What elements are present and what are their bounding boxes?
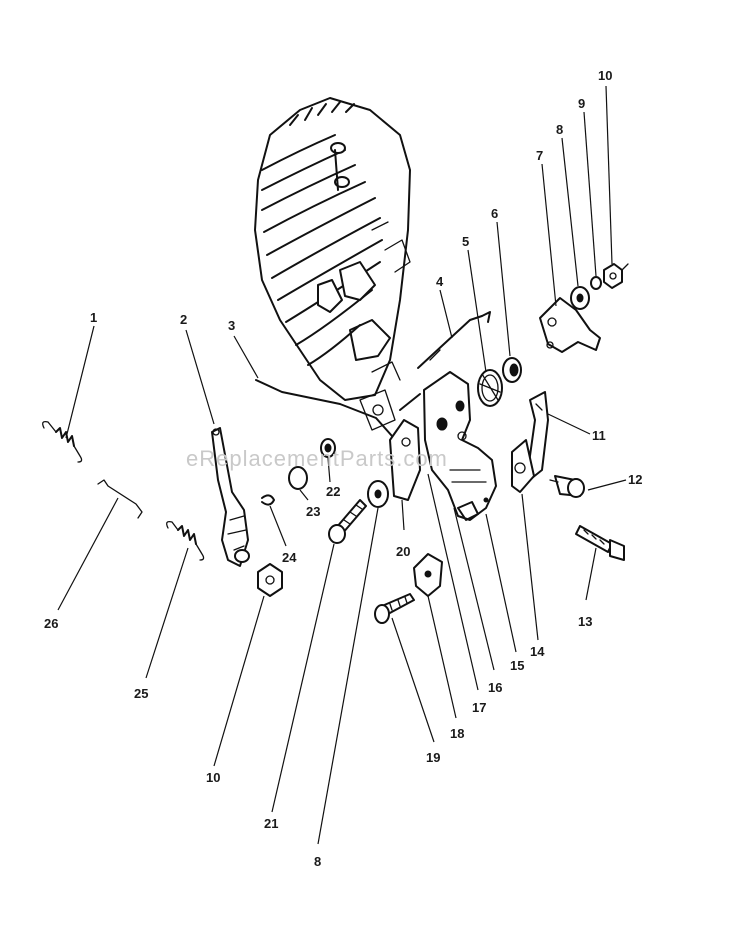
part-11-bracket bbox=[527, 391, 549, 479]
engine-block bbox=[254, 97, 411, 431]
label-part-15: 15 bbox=[510, 658, 524, 673]
label-part-26: 26 bbox=[44, 616, 58, 631]
part-18-clip bbox=[413, 553, 443, 597]
part-labels: 1 2 3 4 5 6 7 8 9 10 11 12 13 14 15 16 1… bbox=[44, 68, 642, 869]
label-part-21: 21 bbox=[264, 816, 278, 831]
part-1-spring bbox=[42, 420, 83, 463]
part-23-washer bbox=[288, 466, 308, 490]
part-4-link-rod bbox=[417, 311, 491, 369]
label-part-8-lower: 8 bbox=[314, 854, 321, 869]
label-part-13: 13 bbox=[578, 614, 592, 629]
part-20-link-plate bbox=[389, 393, 421, 501]
label-part-6: 6 bbox=[491, 206, 498, 221]
label-part-8-top: 8 bbox=[556, 122, 563, 137]
label-part-4: 4 bbox=[436, 274, 444, 289]
part-26-link-wire bbox=[97, 479, 143, 519]
label-part-5: 5 bbox=[462, 234, 469, 249]
label-part-19: 19 bbox=[426, 750, 440, 765]
label-part-23: 23 bbox=[306, 504, 320, 519]
leader-lines bbox=[57, 85, 627, 845]
label-part-16: 16 bbox=[488, 680, 502, 695]
part-12-bolt bbox=[549, 475, 585, 498]
label-part-7: 7 bbox=[536, 148, 543, 163]
part-5-spring bbox=[477, 369, 503, 407]
part-2-throttle-lever bbox=[211, 427, 250, 567]
part-15-16-17-control-bracket bbox=[423, 371, 497, 521]
label-part-9: 9 bbox=[578, 96, 585, 111]
part-24-clip bbox=[261, 494, 275, 506]
label-part-25: 25 bbox=[134, 686, 148, 701]
part-8-washer-lower bbox=[367, 480, 389, 508]
label-part-14: 14 bbox=[530, 644, 545, 659]
part-6-bushing bbox=[502, 357, 522, 383]
label-part-20: 20 bbox=[396, 544, 410, 559]
part-3-wire bbox=[255, 379, 393, 437]
part-10-nut-top bbox=[603, 263, 629, 289]
part-25-spring bbox=[166, 520, 205, 561]
label-part-10-top: 10 bbox=[598, 68, 612, 83]
part-8-washer bbox=[570, 286, 590, 310]
label-part-12: 12 bbox=[628, 472, 642, 487]
label-part-2: 2 bbox=[180, 312, 187, 327]
label-part-22: 22 bbox=[326, 484, 340, 499]
part-21-bolt bbox=[328, 499, 367, 544]
part-14-plate bbox=[511, 439, 535, 493]
part-22-spacer bbox=[320, 438, 336, 458]
label-part-3: 3 bbox=[228, 318, 235, 333]
part-7-lever bbox=[539, 297, 601, 353]
part-19-screw bbox=[374, 593, 415, 624]
label-part-11: 11 bbox=[592, 428, 606, 443]
label-part-10-lower: 10 bbox=[206, 770, 220, 785]
part-10-nut-lower bbox=[257, 563, 283, 597]
part-13-bolt bbox=[575, 525, 625, 561]
label-part-24: 24 bbox=[282, 550, 297, 565]
label-part-18: 18 bbox=[450, 726, 464, 741]
label-part-17: 17 bbox=[472, 700, 486, 715]
part-9-washer bbox=[590, 276, 602, 290]
watermark-text: eReplacementParts.com bbox=[186, 446, 448, 471]
label-part-1: 1 bbox=[90, 310, 97, 325]
